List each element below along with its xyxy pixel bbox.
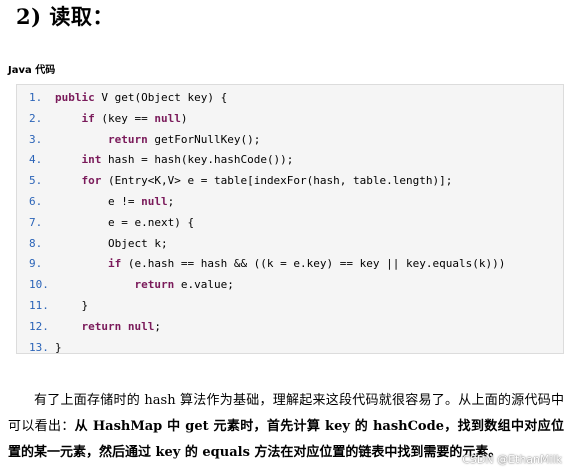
code-line: 10. return e.value;	[17, 275, 563, 296]
csdn-watermark: CSDN @EthanMilk	[462, 453, 562, 466]
code-text: }	[55, 296, 89, 317]
code-token: getForNullKey();	[147, 132, 261, 146]
code-text: public V get(Object key) {	[55, 88, 227, 109]
line-number: 8.	[29, 236, 43, 250]
line-number: 5.	[29, 174, 43, 188]
code-indent	[55, 174, 82, 187]
code-text: e != null;	[55, 192, 174, 213]
code-token: hash = hash(key.hashCode());	[101, 153, 294, 167]
code-line: 5. for (Entry<K,V> e = table[indexFor(ha…	[17, 171, 563, 192]
code-text: e = e.next) {	[55, 213, 194, 234]
code-token: e.value;	[174, 278, 234, 292]
code-text: if (key == null)	[55, 109, 188, 130]
section-heading: 2) 读取：	[16, 4, 114, 29]
code-line: 9. if (e.hash == hash && ((k = e.key) ==…	[17, 254, 563, 275]
code-keyword: public	[55, 91, 95, 104]
code-keyword: return	[134, 278, 175, 292]
code-token: (e.hash == hash && ((k = e.key) == key |…	[121, 257, 506, 271]
code-line: 6. e != null;	[17, 192, 563, 213]
code-indent	[55, 112, 82, 125]
code-keyword: return	[107, 132, 148, 146]
code-line: 2. if (key == null)	[17, 109, 563, 130]
code-text: if (e.hash == hash && ((k = e.key) == ke…	[55, 254, 505, 275]
line-number: 7.	[29, 215, 43, 229]
code-indent	[55, 237, 108, 250]
code-text: return null;	[55, 317, 162, 338]
code-token: }	[55, 340, 62, 354]
code-line: 11. }	[17, 296, 563, 317]
code-token: Object k;	[107, 236, 168, 250]
code-keyword: if	[81, 111, 95, 125]
paragraph-bold-text: 从 HashMap 中 get 元素时，首先计算 key 的 hashCode，…	[8, 419, 564, 460]
line-number: 11.	[29, 298, 49, 312]
line-number: 10.	[29, 278, 49, 292]
code-token: ;	[167, 194, 175, 208]
code-line: 3. return getForNullKey();	[17, 130, 563, 151]
code-keyword: null	[127, 319, 155, 333]
code-text: return getForNullKey();	[55, 130, 260, 151]
code-token: }	[81, 298, 89, 312]
line-number: 2.	[29, 111, 43, 125]
code-token: (Entry<K,V> e = table[indexFor(hash, tab…	[101, 174, 453, 188]
code-token: )	[180, 111, 188, 125]
code-indent	[55, 320, 82, 333]
code-indent	[55, 216, 108, 229]
code-token: V get(Object key) {	[94, 91, 228, 104]
code-keyword: int	[81, 153, 102, 167]
code-token: ;	[154, 319, 161, 333]
code-text: return e.value;	[55, 275, 234, 296]
code-line: 7. e = e.next) {	[17, 213, 563, 234]
code-keyword: return	[81, 319, 122, 333]
code-keyword: null	[154, 111, 181, 125]
code-indent	[55, 153, 82, 166]
code-keyword: for	[81, 174, 102, 188]
line-number: 12.	[29, 319, 49, 333]
code-text: int hash = hash(key.hashCode());	[55, 150, 294, 171]
code-token	[121, 320, 128, 333]
code-caption: Java 代码	[8, 65, 56, 76]
code-lines: 1.public V get(Object key) {2. if (key =…	[17, 88, 563, 358]
paragraph-plain-text: 有了上面存储时的 hash 算法作为基础，理解起来这段代码就很容易了。从上面的源…	[8, 393, 564, 434]
code-indent	[55, 299, 82, 312]
code-line: 13.}	[17, 338, 563, 359]
code-line: 8. Object k;	[17, 234, 563, 255]
code-keyword: if	[107, 257, 122, 271]
line-number: 3.	[29, 132, 43, 146]
code-text: for (Entry<K,V> e = table[indexFor(hash,…	[55, 171, 453, 192]
line-number: 9.	[29, 257, 43, 271]
code-indent	[55, 257, 108, 270]
line-number: 4.	[29, 153, 43, 167]
code-block: 1.public V get(Object key) {2. if (key =…	[16, 84, 564, 354]
code-line: 1. public V get(Object key) {	[17, 88, 563, 109]
line-number: 1.	[29, 91, 43, 104]
code-text: Object k;	[55, 234, 168, 255]
code-keyword: null	[141, 194, 168, 208]
code-indent	[55, 278, 134, 291]
code-text: }	[55, 338, 62, 359]
code-line: 12. return null;	[17, 317, 563, 338]
code-line: 4. int hash = hash(key.hashCode());	[17, 150, 563, 171]
line-number: 13.	[29, 340, 49, 354]
line-number: 6.	[29, 194, 43, 208]
code-indent	[55, 133, 108, 146]
code-token: e = e.next) {	[107, 215, 195, 229]
body-paragraph: 有了上面存储时的 hash 算法作为基础，理解起来这段代码就很容易了。从上面的源…	[8, 388, 564, 466]
code-token: e !=	[107, 194, 142, 208]
code-indent	[55, 195, 108, 208]
code-token: (key ==	[94, 111, 155, 125]
